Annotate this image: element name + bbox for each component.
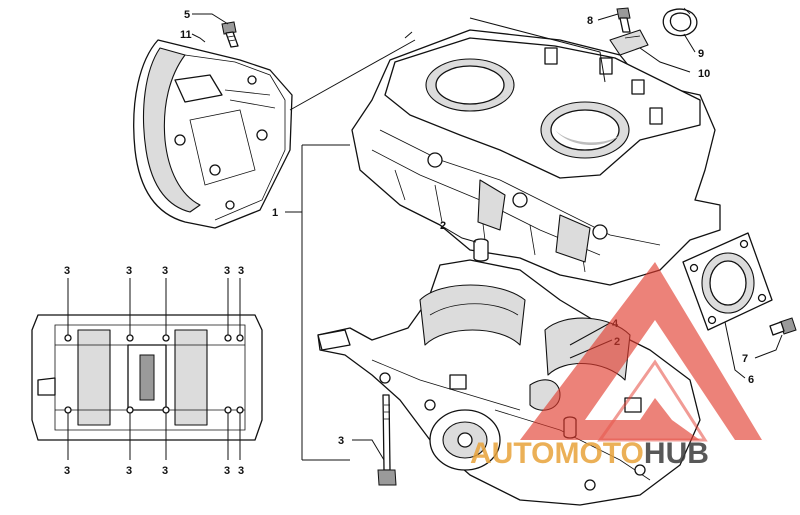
callout-8: 8 [587,15,593,27]
callout-3-top: 3 [224,265,230,277]
watermark-text: AUTOMOTOHUB [470,437,709,470]
callout-10: 10 [698,68,710,80]
callout-3-bolt: 3 [338,435,344,447]
callout-3-bottom: 3 [126,465,132,477]
magneto-cover [133,39,293,229]
watermark-auto: AUTO [470,437,554,470]
callout-3-top: 3 [238,265,244,277]
callout-11: 11 [180,29,192,41]
callout-3-bottom: 3 [224,465,230,477]
callout-7: 7 [742,353,748,365]
callout-labels: 5 11 1 2 8 9 10 4 2 7 6 3 3 3 3 3 3 3 3 … [64,9,754,477]
top-fittings [609,7,698,56]
cover-bolt [221,21,239,48]
long-bolt [377,394,397,486]
callout-3-top: 3 [64,265,70,277]
callout-9: 9 [698,48,704,60]
bottom-view-bolt-holes [64,334,244,414]
crankcase-bottom-view [31,314,263,441]
callout-3-bottom: 3 [162,465,168,477]
watermark-triangle-logo [520,262,762,440]
callout-1: 1 [272,207,278,219]
side-flange [682,232,797,336]
callout-6: 6 [748,374,754,386]
automotohub-watermark: AUTOMOTOHUB [470,262,762,470]
callout-3-top: 3 [162,265,168,277]
upper-crankcase [351,29,721,286]
leader-lines [67,13,783,461]
callout-3-bottom: 3 [238,465,244,477]
watermark-hub: HUB [644,437,709,470]
watermark-moto: MOTO [554,437,643,470]
callout-2a: 2 [440,220,446,232]
callout-3-bottom: 3 [64,465,70,477]
callout-3-top: 3 [126,265,132,277]
dowel-pin [473,238,489,262]
callout-5: 5 [184,9,190,21]
